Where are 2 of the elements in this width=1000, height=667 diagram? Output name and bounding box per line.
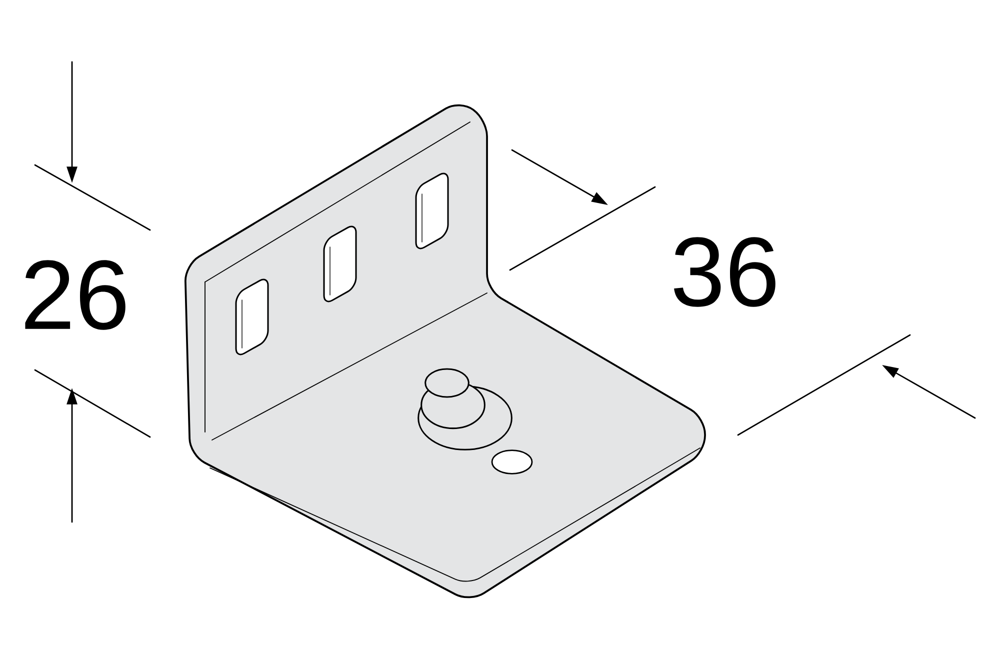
dimension-label: 26 xyxy=(25,260,126,330)
dimension-label: 36 xyxy=(674,237,776,307)
